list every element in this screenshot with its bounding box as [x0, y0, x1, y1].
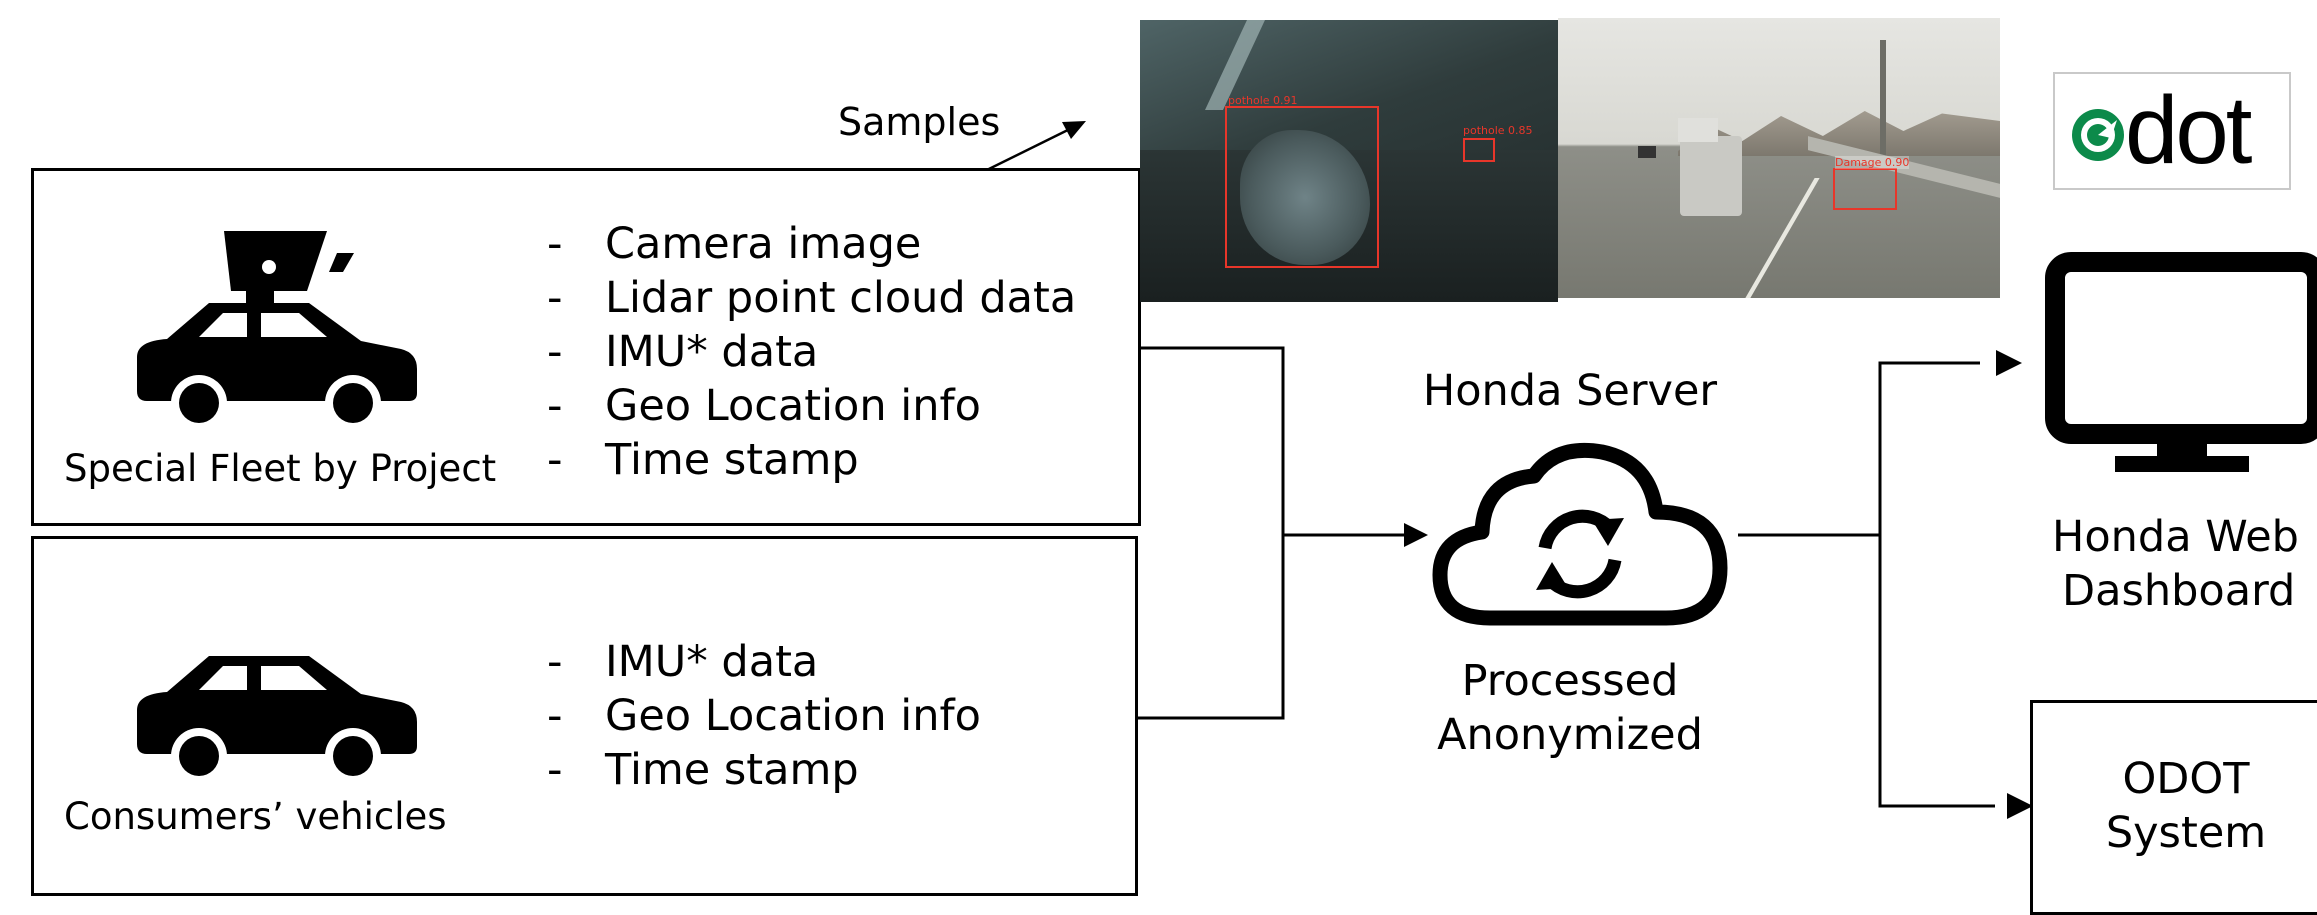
sample-image-highway: Damage 0.90	[1558, 18, 2000, 298]
odot-system-line2: System	[2105, 808, 2267, 858]
detection-box-2	[1463, 138, 1495, 162]
consumers-box: Consumers’ vehicles -IMU* data -Geo Loca…	[31, 536, 1138, 896]
dashboard-label-line1: Honda Web	[2052, 512, 2299, 562]
fleet-item-geo: -Geo Location info	[547, 381, 981, 431]
fleet-item-time: -Time stamp	[547, 435, 859, 485]
detection-box-3	[1833, 168, 1897, 210]
samples-label: Samples	[838, 100, 1001, 144]
truck-top	[1678, 118, 1718, 142]
odot-logo: dot	[2053, 72, 2291, 190]
dashboard-label-line2: Dashboard	[2062, 566, 2296, 616]
car-with-sensor-icon	[137, 231, 417, 431]
odot-system-box	[2030, 700, 2317, 915]
lane-line	[1745, 178, 1820, 298]
consumer-item-time: -Time stamp	[547, 745, 859, 795]
server-processed: Processed	[1461, 656, 1679, 706]
fleet-item-camera: -Camera image	[547, 219, 922, 269]
server-anonymized: Anonymized	[1437, 710, 1703, 760]
car-icon	[137, 656, 417, 784]
consumer-item-imu: -IMU* data	[547, 637, 819, 687]
detection-label-2: pothole 0.85	[1463, 124, 1533, 137]
output-branch	[1878, 361, 1995, 808]
sample-image-pothole: pothole 0.91 pothole 0.85	[1140, 20, 1558, 302]
odot-logo-text: dot	[2125, 77, 2252, 184]
odot-system-line1: ODOT	[2122, 754, 2250, 804]
fleet-item-imu: -IMU* data	[547, 327, 819, 377]
distant-car	[1638, 146, 1656, 158]
pole	[1880, 40, 1886, 165]
consumers-caption: Consumers’ vehicles	[64, 795, 447, 838]
consumer-item-geo: -Geo Location info	[547, 691, 981, 741]
odot-logo-mark-icon	[2072, 109, 2124, 161]
detection-label-3: Damage 0.90	[1835, 156, 1910, 169]
cloud-sync-icon	[1432, 442, 1728, 626]
detection-box-1	[1225, 106, 1379, 268]
fleet-connector	[1138, 346, 1285, 720]
special-fleet-caption: Special Fleet by Project	[64, 447, 497, 490]
server-title: Honda Server	[1422, 366, 1718, 416]
monitor-icon	[2045, 252, 2317, 472]
detection-label-1: pothole 0.91	[1228, 94, 1298, 107]
fleet-item-lidar: -Lidar point cloud data	[547, 273, 1077, 323]
special-fleet-box: Special Fleet by Project -Camera image -…	[31, 168, 1141, 526]
pothole-patch	[1240, 130, 1370, 265]
truck	[1680, 136, 1742, 216]
